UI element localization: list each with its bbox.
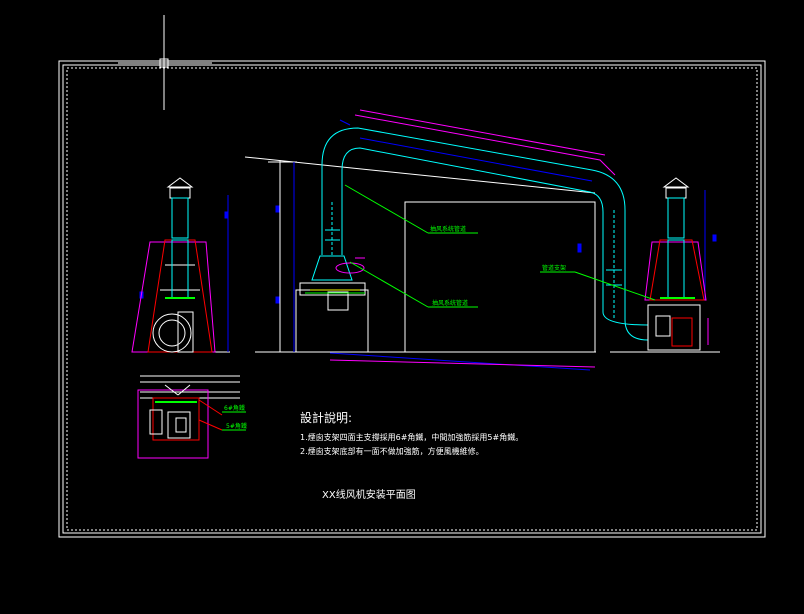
note-line-1: 1.煙囪支架四面主支撐採用6#角鐵，中間加強筋採用5#角鐵。 [300, 432, 523, 442]
note-line-2: 2.煙囪支架底部有一面不做加強筋，方便風機維修。 [300, 446, 484, 456]
support-structure [329, 109, 709, 368]
angle-iron-6-callout: 6#角鐵 [224, 404, 245, 412]
duct-inlet-hood [305, 255, 365, 294]
building-outline [268, 160, 596, 353]
floor-line [135, 156, 720, 353]
drawing-title: XX线风机安装平面图 [322, 488, 416, 501]
angle-iron-detail [137, 375, 240, 459]
duct-callout-2: 抽风系统管道 [432, 299, 468, 307]
leader-lines [222, 184, 656, 431]
left-chimney [131, 177, 216, 353]
drawing-frame [58, 60, 766, 538]
notes-heading: 設計說明: [300, 410, 352, 425]
crosshair-cursor [118, 15, 212, 110]
exhaust-duct [321, 127, 649, 341]
dimension-marks [139, 119, 717, 371]
duct-callout-1: 抽风系统管道 [430, 225, 466, 233]
angle-iron-5-callout: 5#角鐵 [226, 422, 247, 430]
pipe-support-callout: 管道支架 [542, 264, 566, 272]
right-chimney [644, 177, 707, 351]
